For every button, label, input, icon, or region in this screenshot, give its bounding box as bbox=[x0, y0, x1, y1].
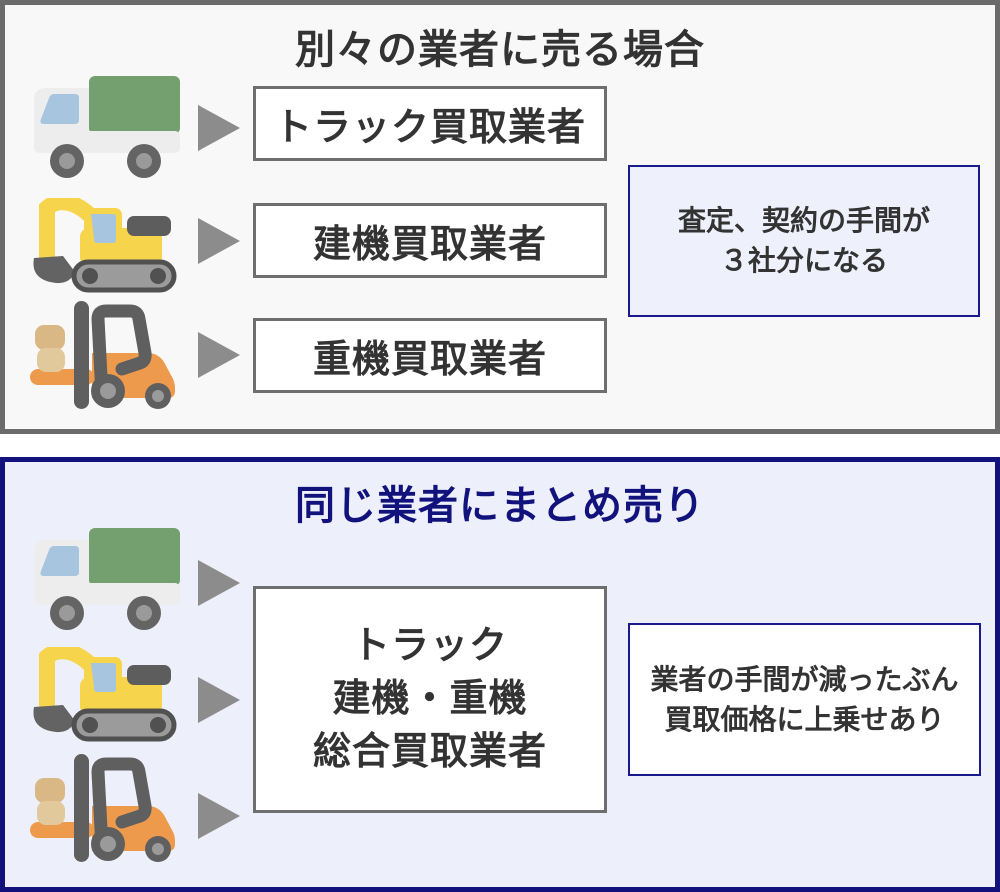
arrow-right-icon bbox=[198, 105, 240, 151]
note-bundle-line2: 買取価格に上乗せあり bbox=[664, 703, 945, 735]
arrow-right-icon bbox=[198, 677, 240, 723]
buyer-box-combined: トラック 建機・重機 総合買取業者 bbox=[253, 586, 607, 813]
panel-bundle-title: 同じ業者にまとめ売り bbox=[295, 484, 705, 528]
arrow-right-icon bbox=[198, 560, 240, 606]
arrow-right-icon bbox=[198, 218, 240, 264]
truck-icon bbox=[34, 528, 182, 632]
buyer-box-truck: トラック買取業者 bbox=[253, 86, 607, 161]
truck-icon bbox=[34, 76, 182, 180]
buyer-box-heavy: 重機買取業者 bbox=[253, 318, 607, 393]
note-bundle: 業者の手間が減ったぶん 買取価格に上乗せあり bbox=[628, 623, 981, 776]
buyer-combined-line1: トラック bbox=[351, 625, 508, 667]
forklift-icon bbox=[30, 301, 180, 411]
panel-sell-separately: 別々の業者に売る場合 トラック買取業者 建機買取業者 重機買取業者 査定、契約の… bbox=[0, 0, 1000, 434]
buyer-combined-line3: 総合買取業者 bbox=[312, 731, 547, 773]
panel-sell-bundled: 同じ業者にまとめ売り トラック 建機・重機 総合買取業者 業者の手間が減ったぶん… bbox=[0, 457, 1000, 892]
buyer-box-construction: 建機買取業者 bbox=[253, 203, 607, 278]
excavator-icon bbox=[30, 198, 188, 293]
excavator-icon bbox=[30, 647, 188, 742]
arrow-right-icon bbox=[198, 332, 240, 378]
note-separate: 査定、契約の手間が ３社分になる bbox=[628, 165, 980, 317]
arrow-right-icon bbox=[198, 793, 240, 839]
note-separate-line1: 査定、契約の手間が bbox=[677, 205, 930, 236]
note-separate-line2: ３社分になる bbox=[719, 245, 888, 276]
buyer-combined-line2: 建機・重機 bbox=[332, 678, 528, 720]
panel-separate-title: 別々の業者に売る場合 bbox=[295, 28, 705, 72]
forklift-icon bbox=[30, 754, 180, 864]
note-bundle-line1: 業者の手間が減ったぶん bbox=[650, 663, 959, 695]
